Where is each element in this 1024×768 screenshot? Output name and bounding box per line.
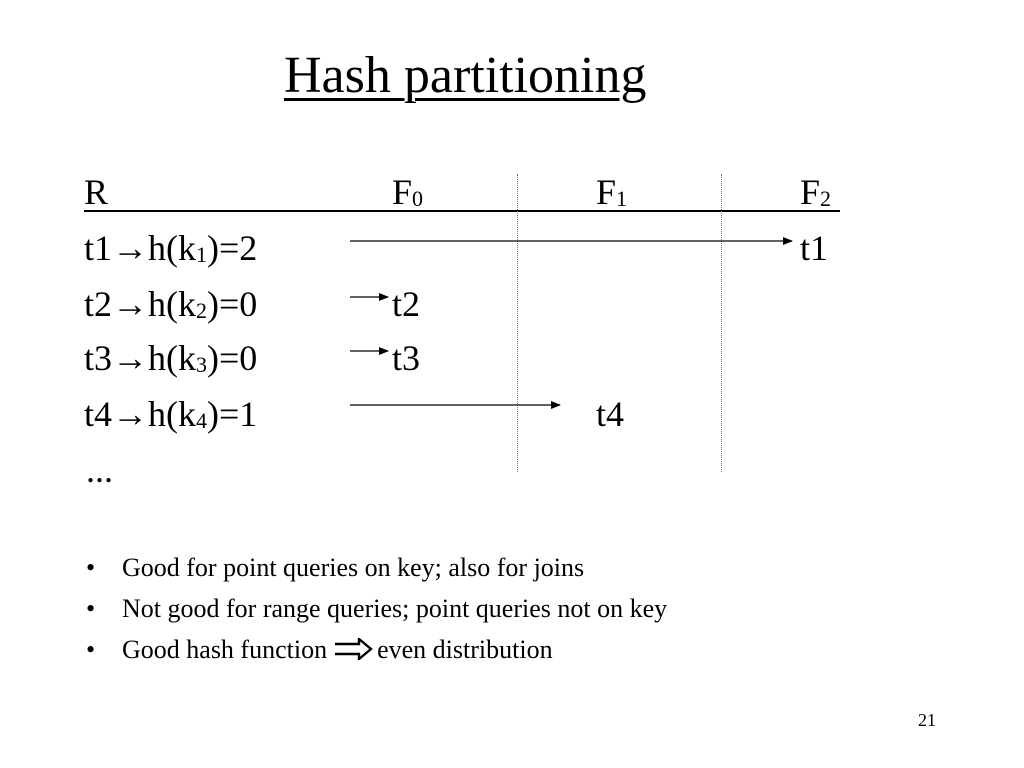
slide-title: Hash partitioning (284, 47, 647, 104)
bullet-marker: • (86, 635, 96, 664)
ellipsis: ... (86, 450, 113, 490)
page-number: 21 (918, 710, 936, 730)
bullet-item-1: •Good for point queries on key; also for… (86, 553, 585, 582)
dest-t3: t3 (392, 338, 421, 378)
dest-t1: t1 (800, 228, 829, 268)
header-f1: F1 (596, 172, 628, 212)
header-underline (84, 210, 840, 212)
dest-t2: t2 (392, 284, 421, 324)
dest-t4: t4 (596, 394, 625, 434)
header-f0: F0 (392, 172, 424, 212)
bullet-marker: • (86, 594, 96, 623)
bullet-item-2: •Not good for range queries; point queri… (86, 594, 668, 623)
partition-divider-2 (721, 174, 722, 472)
tuple-row-1: t1→h(k1)=2 (84, 228, 258, 268)
partition-divider-1 (517, 174, 518, 472)
bullet-list: •Good for point queries on key; also for… (86, 552, 667, 675)
tuple-row-4: t4→h(k4)=1 (84, 394, 258, 434)
double-right-arrow-icon (335, 638, 373, 660)
header-r: R (84, 172, 109, 212)
bullet-marker: • (86, 553, 96, 582)
header-f2: F2 (800, 172, 832, 212)
tuple-row-2: t2→h(k2)=0 (84, 284, 258, 324)
tuple-row-3: t3→h(k3)=0 (84, 338, 258, 378)
